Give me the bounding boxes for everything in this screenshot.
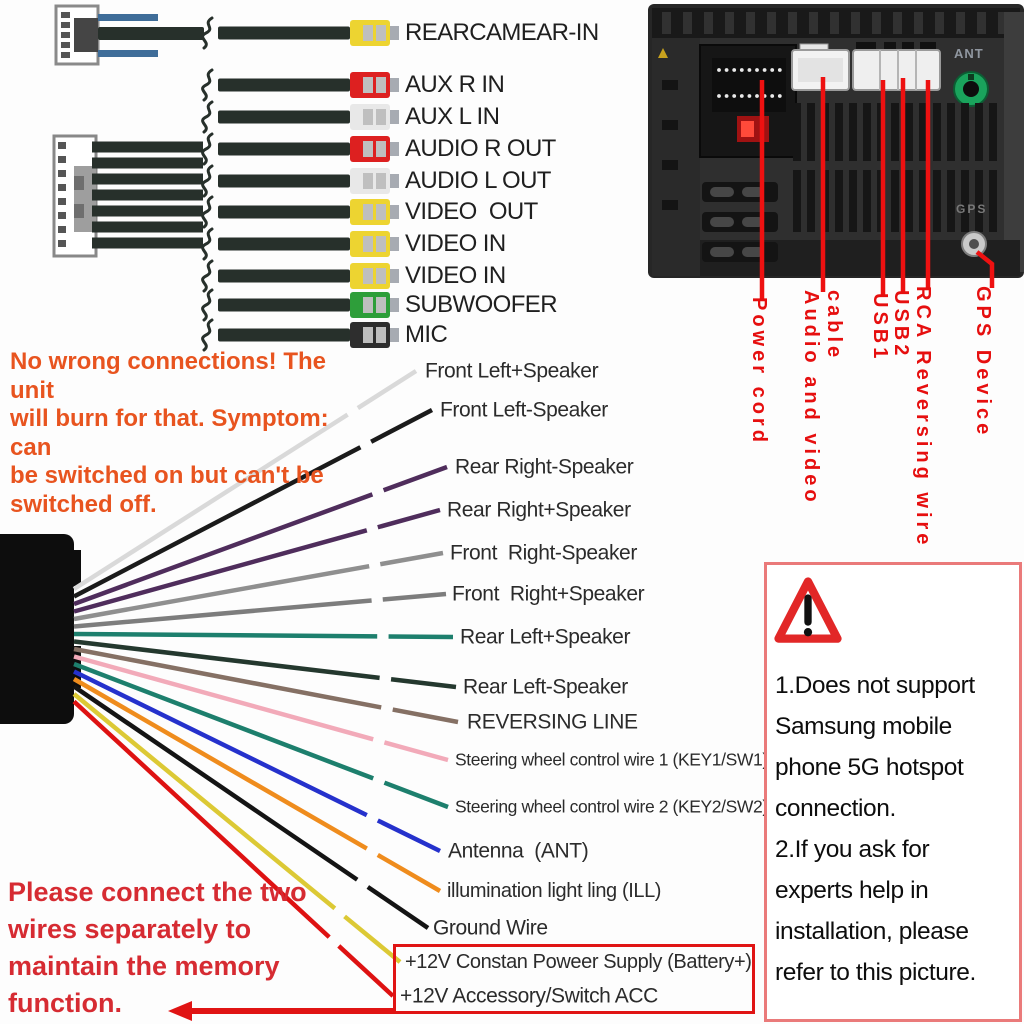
small-warning-mark xyxy=(658,48,668,58)
rca-plug-tip xyxy=(390,205,399,219)
rca-plug-tip xyxy=(390,269,399,283)
harness-wire xyxy=(73,464,448,607)
cable-break-squiggle xyxy=(201,195,214,229)
harness-wire xyxy=(73,631,454,640)
cable-break-squiggle xyxy=(201,288,214,322)
rca-cable xyxy=(218,237,350,251)
rca-plug-tip xyxy=(390,26,399,40)
memory-arrow xyxy=(168,1001,396,1021)
rca-connector-small xyxy=(54,4,204,66)
cable-break-squiggle xyxy=(201,68,214,102)
harness-wire xyxy=(73,646,459,725)
harness-wire xyxy=(72,677,442,893)
harness-wire xyxy=(72,369,418,591)
cable-break-squiggle xyxy=(201,164,214,198)
harness-wire xyxy=(73,507,441,614)
rca-row xyxy=(201,288,399,322)
rca-row xyxy=(201,259,399,293)
rca-plug-tip xyxy=(390,142,399,156)
rca-cable-stub xyxy=(92,189,203,201)
callout-lines xyxy=(759,77,995,300)
harness-wire xyxy=(73,669,441,854)
blue-wire xyxy=(98,14,158,21)
rca-cable xyxy=(218,328,350,342)
cable-break-squiggle xyxy=(201,227,214,261)
rca-row xyxy=(201,195,399,229)
rca-row xyxy=(201,318,399,352)
harness-wire xyxy=(73,654,449,763)
rca-cable xyxy=(218,269,350,283)
rca-cable xyxy=(218,26,350,40)
rca-cable-stub xyxy=(92,157,203,169)
rca-cable-stub xyxy=(92,237,203,249)
harness-wire xyxy=(73,550,444,622)
rca-plug-tip xyxy=(390,110,399,124)
gps-connector xyxy=(961,231,987,257)
ant-connector xyxy=(953,71,989,107)
cable-break-squiggle xyxy=(201,318,214,352)
rca-cable-stub xyxy=(92,141,203,153)
rca-plug-tip xyxy=(390,174,399,188)
harness-wire xyxy=(72,692,402,964)
rca-cable-stub xyxy=(92,173,203,185)
rca-cable-stub xyxy=(92,221,203,233)
harness-wire xyxy=(73,591,447,629)
cable-break-squiggle xyxy=(201,100,214,134)
head-unit-photo xyxy=(648,4,1024,278)
harness-connector xyxy=(0,534,81,724)
harness-wire xyxy=(72,408,434,599)
blue-wire xyxy=(98,50,158,57)
rca-cable xyxy=(218,78,350,92)
cable-break-squiggle xyxy=(201,259,214,293)
rca-cable xyxy=(218,174,350,188)
harness-wire xyxy=(72,684,430,930)
rca-row xyxy=(201,227,399,261)
rca-row xyxy=(201,132,399,166)
rca-row xyxy=(201,68,399,102)
rca-cable xyxy=(218,142,350,156)
rca-plug-tip xyxy=(390,237,399,251)
rca-row xyxy=(201,164,399,198)
rca-plug-tip xyxy=(390,328,399,342)
rca-cable xyxy=(218,110,350,124)
harness-wire xyxy=(73,639,457,690)
rca-cable-stub xyxy=(92,205,203,217)
rca-connector-large xyxy=(52,134,203,258)
rca-plug-tip xyxy=(390,78,399,92)
rca-cable xyxy=(218,205,350,219)
cable-break-squiggle xyxy=(201,16,214,50)
power-socket xyxy=(699,44,797,158)
rca-plug-tip xyxy=(390,298,399,312)
cable-break-squiggle xyxy=(201,132,214,166)
usb-rca-connector-group xyxy=(852,42,941,91)
rca-cable xyxy=(218,298,350,312)
rca-row xyxy=(201,16,399,50)
harness-wire xyxy=(73,661,449,810)
harness-wire xyxy=(72,699,395,998)
rca-row xyxy=(201,100,399,134)
avc-connector xyxy=(791,43,850,91)
